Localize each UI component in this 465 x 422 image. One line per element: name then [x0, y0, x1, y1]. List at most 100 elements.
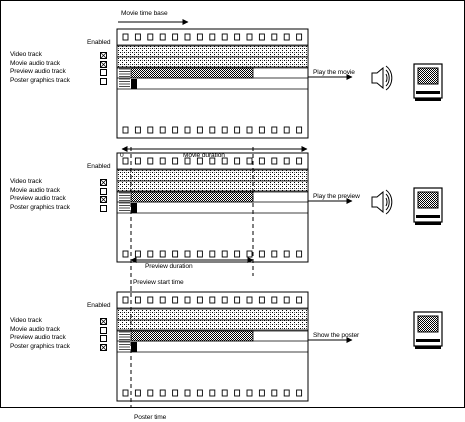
sprocket-hole	[159, 389, 166, 397]
sprocket-hole	[134, 157, 141, 165]
poster-time-label: Poster time	[134, 414, 167, 421]
zero-label: 0	[120, 152, 124, 159]
sprocket-hole	[246, 33, 253, 41]
sprocket-hole	[196, 250, 203, 258]
sprocket-hole	[134, 296, 141, 304]
track-checkbox[interactable]	[100, 318, 107, 325]
checkmark-x-icon	[101, 197, 106, 202]
sprocket-hole	[296, 126, 303, 134]
checkmark-x-icon	[101, 180, 106, 185]
sprocket-hole	[122, 250, 129, 258]
track-checkbox[interactable]	[100, 196, 107, 203]
computer-base	[415, 98, 441, 101]
sprocket-hole	[184, 250, 191, 258]
sprocket-hole	[271, 126, 278, 134]
track-checkbox[interactable]	[100, 77, 107, 85]
speaker-icon	[371, 66, 384, 90]
sprocket-hole	[258, 296, 265, 304]
sprocket-hole	[159, 250, 166, 258]
enabled-label: Enabled	[87, 39, 111, 46]
enabled-label: Enabled	[87, 302, 111, 309]
sprocket-hole	[209, 157, 216, 165]
track-checkbox[interactable]	[100, 335, 107, 342]
sprocket-hole	[234, 296, 241, 304]
track-label: Preview audio track	[10, 334, 66, 341]
sprocket-hole	[221, 250, 228, 258]
track-label: Video track	[10, 317, 42, 324]
sprocket-hole	[147, 33, 154, 41]
enabled-label: Enabled	[87, 163, 111, 170]
movie-audio-track-bar	[116, 56, 309, 68]
sprocket-hole	[271, 157, 278, 165]
sprocket-hole	[258, 126, 265, 134]
track-checkbox[interactable]	[100, 69, 107, 76]
sprocket-hole	[122, 126, 129, 134]
sprocket-hole	[296, 157, 303, 165]
sprocket-hole	[209, 33, 216, 41]
computer-slot	[416, 91, 440, 94]
track-label: Video track	[10, 51, 42, 58]
checkmark-x-icon	[101, 61, 106, 67]
sprocket-hole	[246, 157, 253, 165]
sprocket-hole	[221, 157, 228, 165]
movie-audio-track-bar	[116, 319, 309, 331]
computer-base	[415, 222, 441, 225]
sprocket-hole	[221, 296, 228, 304]
track-label: Movie audio track	[10, 186, 60, 194]
sprocket-hole	[296, 296, 303, 304]
sprocket-hole	[271, 389, 278, 397]
video-track-bar	[116, 169, 309, 182]
sound-wave-icon	[385, 189, 393, 215]
sprocket-hole	[234, 250, 241, 258]
sprocket-hole	[209, 250, 216, 258]
sprocket-hole	[147, 157, 154, 165]
sprocket-hole	[246, 296, 253, 304]
sprocket-hole	[196, 157, 203, 165]
track-checkbox[interactable]	[100, 52, 107, 59]
computer-screen	[417, 67, 439, 85]
sprocket-hole	[172, 33, 179, 41]
sprocket-hole	[134, 126, 141, 134]
sprocket-hole	[172, 296, 179, 304]
computer-slot	[416, 339, 440, 342]
sprocket-hole	[134, 389, 141, 397]
sprocket-hole	[283, 33, 290, 41]
sprocket-hole	[283, 296, 290, 304]
sprocket-hole	[147, 296, 154, 304]
track-checkbox[interactable]	[100, 187, 107, 195]
sprocket-hole	[283, 157, 290, 165]
sprocket-hole	[271, 250, 278, 258]
sprocket-hole	[209, 296, 216, 304]
track-checkbox[interactable]	[100, 343, 107, 351]
sprocket-hole	[172, 389, 179, 397]
computer-base	[415, 346, 441, 349]
sprocket-hole	[134, 250, 141, 258]
preview-audio-track-bar	[130, 330, 254, 342]
video-track-bar	[116, 45, 309, 58]
sprocket-hole	[209, 126, 216, 134]
track-checkbox[interactable]	[100, 179, 107, 186]
poster-graphics-track-bar	[131, 79, 137, 89]
diagram-canvas	[116, 19, 443, 408]
sprocket-hole	[147, 126, 154, 134]
action-label: Play the preview	[313, 193, 360, 200]
sprocket-hole	[221, 33, 228, 41]
sprocket-hole	[234, 33, 241, 41]
checkmark-x-icon	[101, 53, 106, 58]
sprocket-hole	[234, 389, 241, 397]
track-checkbox[interactable]	[100, 326, 107, 334]
track-checkbox[interactable]	[100, 60, 107, 68]
poster-graphics-track-bar	[131, 203, 137, 213]
sprocket-hole	[196, 296, 203, 304]
sprocket-hole	[184, 157, 191, 165]
sprocket-hole	[258, 33, 265, 41]
sound-wave-icon	[385, 193, 390, 211]
sprocket-hole	[296, 250, 303, 258]
sprocket-hole	[122, 389, 129, 397]
sprocket-hole	[246, 250, 253, 258]
sprocket-hole	[296, 33, 303, 41]
preview-audio-track-bar	[130, 191, 254, 203]
track-label: Movie audio track	[10, 59, 60, 67]
track-checkbox[interactable]	[100, 204, 107, 212]
sprocket-hole	[159, 33, 166, 41]
